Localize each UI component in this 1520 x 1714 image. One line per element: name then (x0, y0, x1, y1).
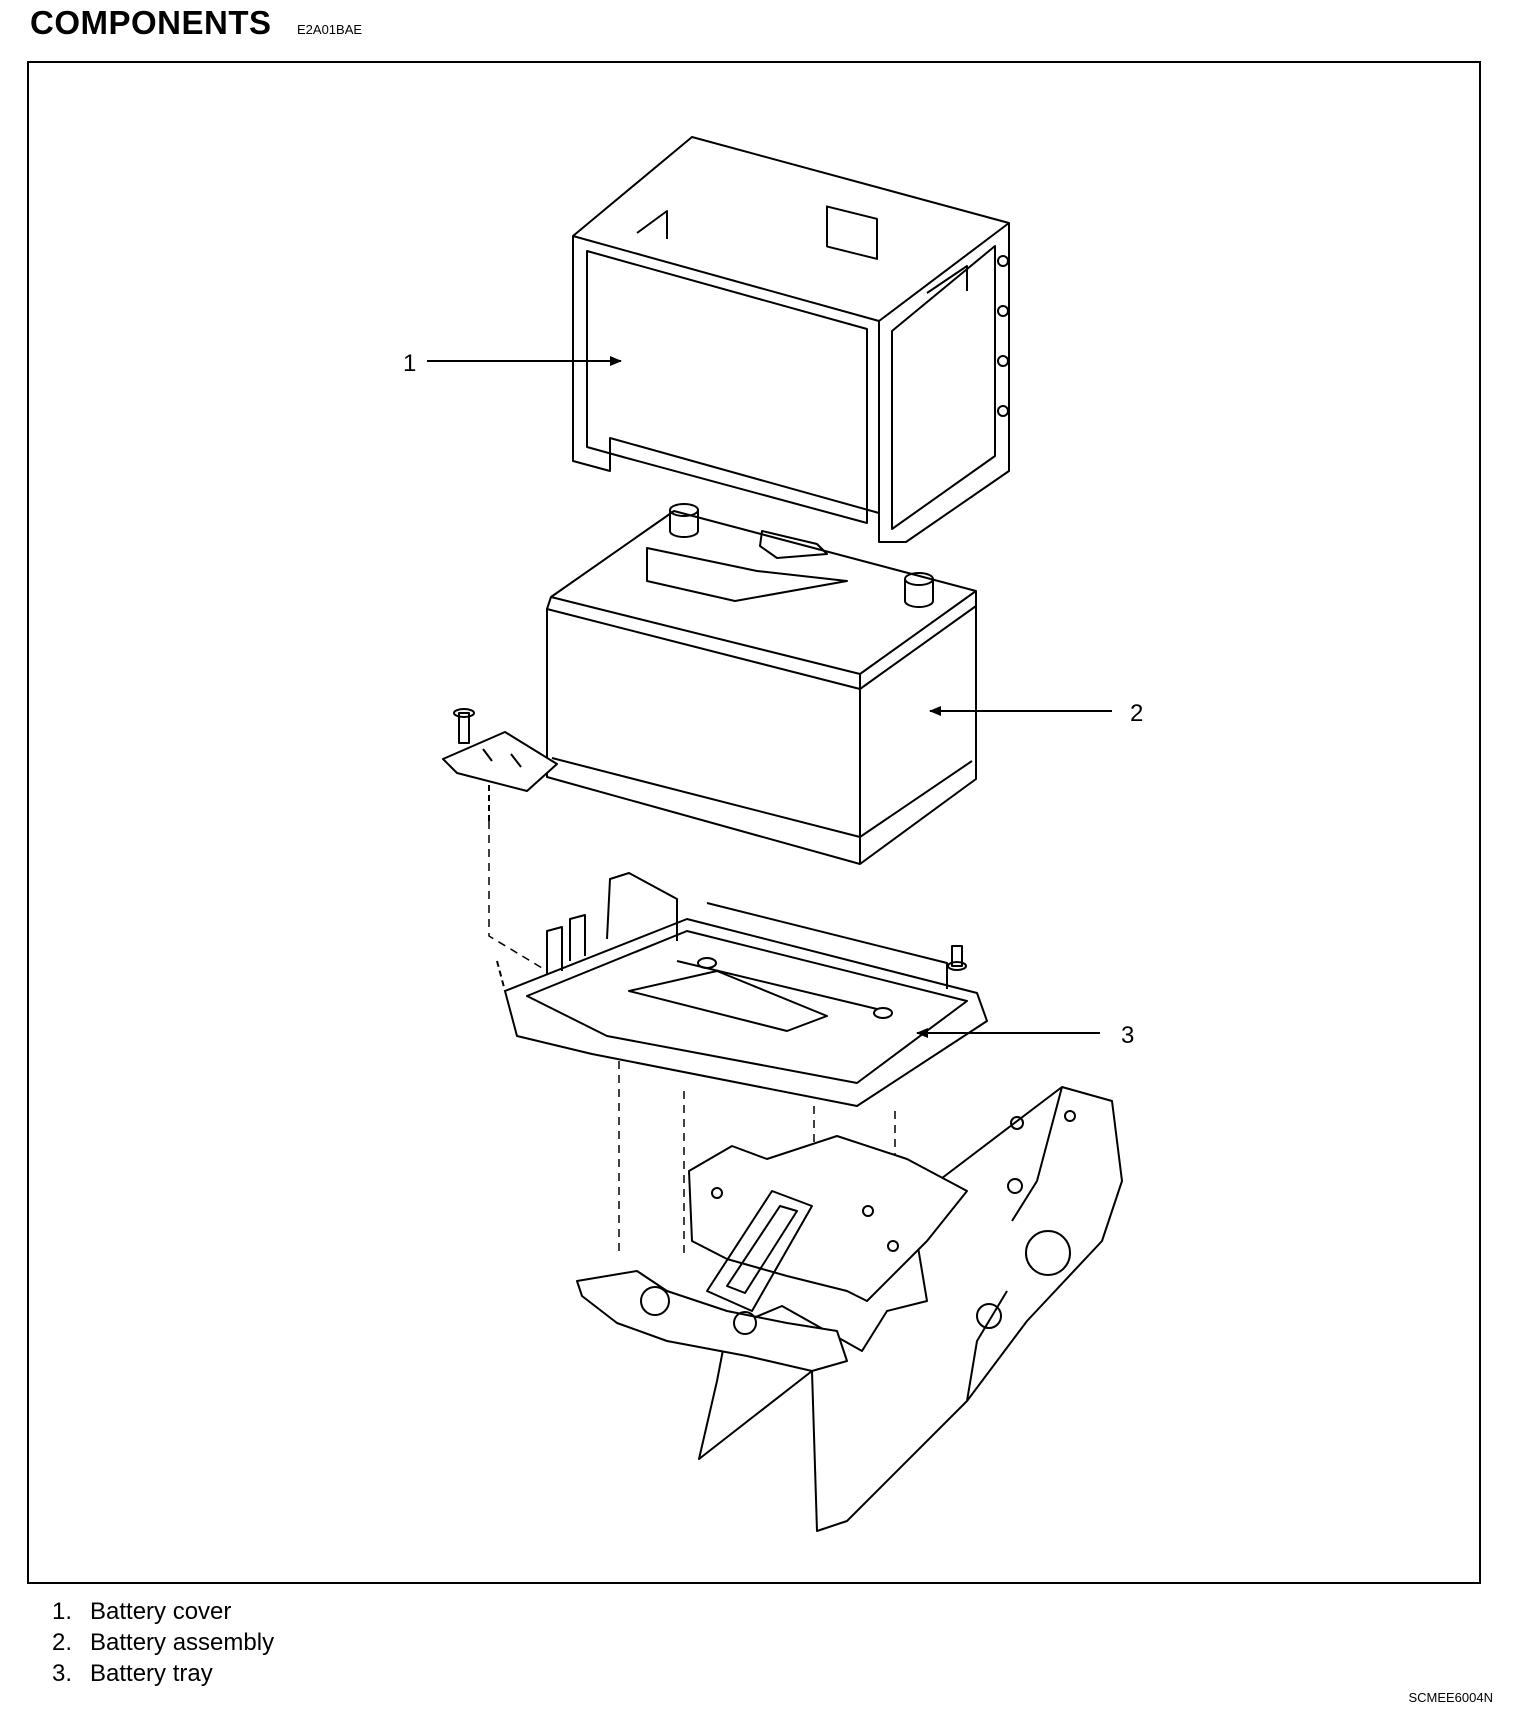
legend-label: Battery assembly (90, 1629, 275, 1656)
body-panel (576, 1086, 1123, 1532)
callout-label: 3 (1121, 1022, 1134, 1049)
legend-item: 1. Battery cover (52, 1596, 274, 1627)
callout-2: 2 (929, 700, 1143, 727)
section-code: E2A01BAE (297, 22, 363, 37)
legend-label: Battery tray (90, 1660, 213, 1687)
callout-3: 3 (916, 1022, 1134, 1049)
legend-item: 3. Battery tray (52, 1658, 274, 1689)
legend-number: 2. (52, 1629, 73, 1656)
legend-label: Battery cover (90, 1598, 232, 1625)
legend-item: 2. Battery assembly (52, 1627, 274, 1658)
callout-1: 1 (403, 350, 622, 377)
figure-code: SCMEE6004N (1408, 1690, 1493, 1705)
components-diagram: 1 2 3 (27, 61, 1481, 1584)
battery-tray (496, 872, 988, 1107)
hold-down-bracket (442, 708, 558, 821)
diagram-frame (27, 61, 1481, 1584)
callout-label: 2 (1130, 700, 1143, 727)
page-title: COMPONENTS (30, 4, 272, 41)
callout-label: 1 (403, 350, 416, 377)
legend-number: 3. (52, 1660, 73, 1687)
battery-cover (572, 136, 1010, 543)
legend-number: 1. (52, 1598, 73, 1625)
battery-assembly (546, 503, 977, 865)
legend: 1. Battery cover 2. Battery assembly 3. … (52, 1596, 274, 1689)
